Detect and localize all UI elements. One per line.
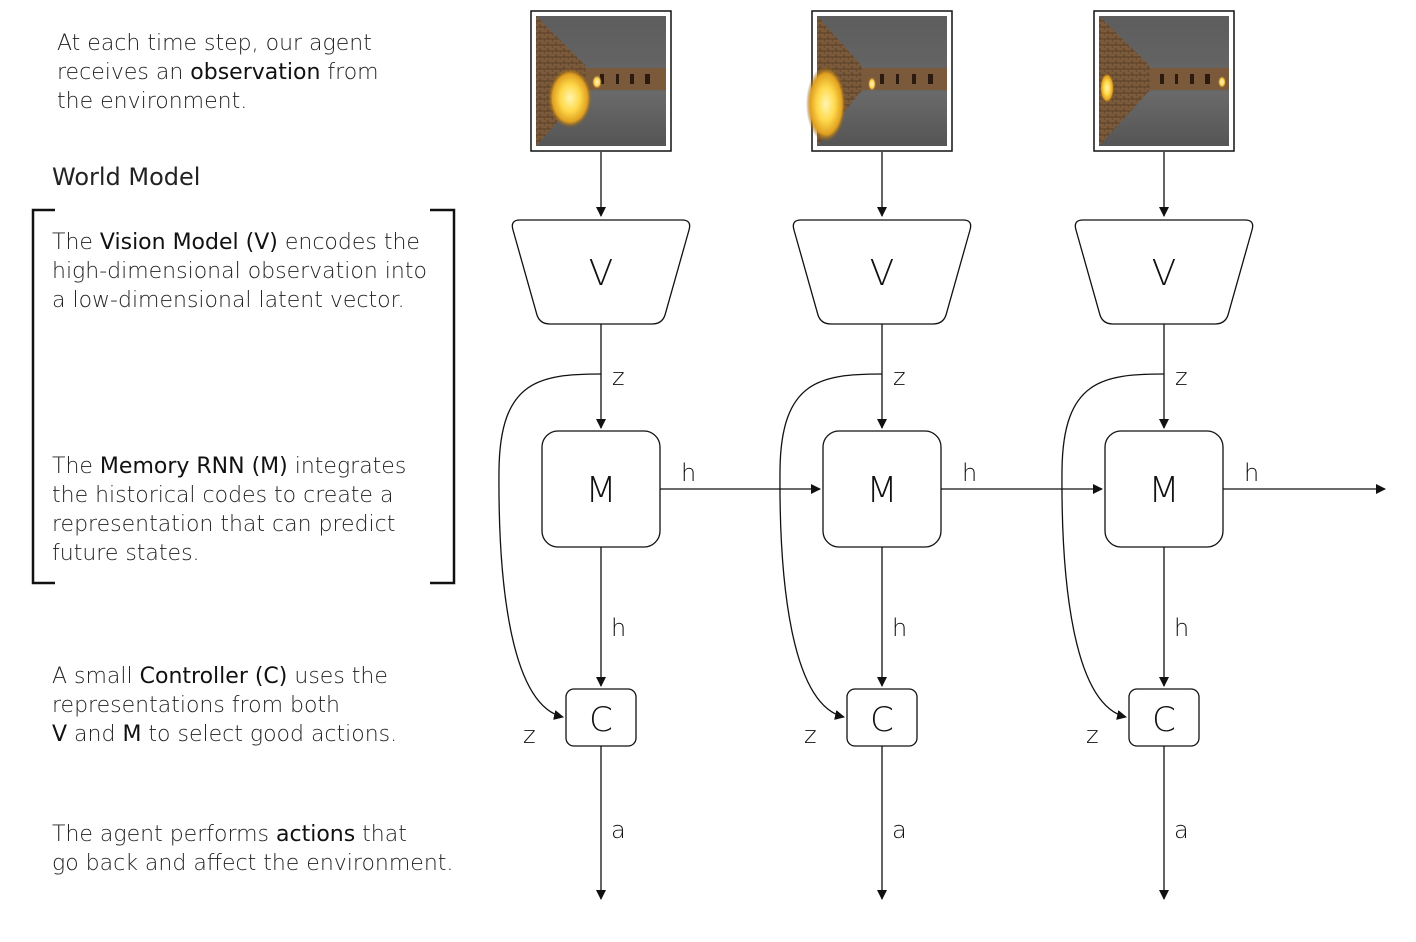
timestep-1: V z M h C z a [498,152,691,900]
controller-label: C [589,700,613,740]
caption-text: integrates [287,454,407,479]
caption-emphasis: actions [276,822,356,847]
memory-rnn-label: M [1148,470,1179,511]
action-label: a [1174,816,1189,844]
caption-text: representation that can predict [52,512,396,537]
world-model-bracket-left [31,208,55,585]
vision-model-box [511,219,691,325]
vision-model-label: V [1152,253,1177,294]
observation-frame-2 [806,10,953,152]
caption-text: and [67,722,123,747]
caption-emphasis: V [52,722,68,747]
observation-frame-1 [530,10,672,152]
caption-text: The [52,230,100,255]
caption-text: go back and affect the environment. [52,851,454,876]
caption-text: from [320,60,379,85]
caption-text: receives an [57,60,191,85]
caption-text: A small [52,664,140,689]
caption-text: the historical codes to create a [52,483,394,508]
caption-emphasis: M [122,722,142,747]
recurrent-hidden-label: h [1244,459,1259,487]
recurrent-hidden-label: h [681,459,696,487]
hidden-label: h [1174,614,1189,642]
timestep-2: V z M h C z a [779,152,972,900]
world-model-bracket-right [430,208,456,585]
observation-frame-3 [1093,10,1235,152]
caption-text: that [355,822,407,847]
caption-text: At each time step, our agent [57,31,372,56]
caption-emphasis: observation [190,60,321,85]
memory-rnn-label: M [866,470,897,511]
memory-rnn-label: M [585,470,616,511]
latent-label: z [612,363,625,391]
caption-text: The agent performs [52,822,276,847]
hidden-label: h [611,614,626,642]
caption-text: future states. [52,541,200,566]
caption-emphasis: Memory RNN (M) [99,454,288,479]
caption-text: uses the [287,664,388,689]
latent-skip-arrow [498,373,602,720]
caption-text: representations from both [52,693,340,718]
action-label: a [892,816,907,844]
vision-model-box [792,219,972,325]
world-model-title: World Model [52,163,201,191]
caption-emphasis: Controller (C) [139,664,288,689]
caption-emphasis: Vision Model (V) [99,230,278,255]
caption-text: encodes the [277,230,420,255]
controller-latent-label: z [523,721,536,749]
caption-text: a low-dimensional latent vector. [52,288,405,313]
controller-latent-label: z [1086,721,1099,749]
controller-caption: A small Controller (C) uses the represen… [52,662,397,749]
caption-text: the environment. [57,89,248,114]
actions-caption: The agent performs actions that go back … [52,820,453,878]
vision-model-label: V [589,253,614,294]
latent-label: z [1175,363,1188,391]
controller-label: C [870,700,894,740]
observation-caption: At each time step, our agent receives an… [57,29,379,116]
vision-model-box [1074,219,1254,325]
latent-label: z [893,363,906,391]
action-label: a [611,816,626,844]
memory-caption: The Memory RNN (M) integrates the histor… [52,452,406,568]
caption-text: The [52,454,100,479]
controller-label: C [1152,700,1176,740]
vision-caption: The Vision Model (V) encodes the high-di… [52,228,427,315]
timestep-3: V z M h C z a [1061,152,1254,900]
recurrent-hidden-label: h [962,459,977,487]
controller-latent-label: z [804,721,817,749]
hidden-label: h [892,614,907,642]
vision-model-label: V [870,253,895,294]
caption-text: high-dimensional observation into [52,259,427,284]
caption-text: to select good actions. [141,722,398,747]
